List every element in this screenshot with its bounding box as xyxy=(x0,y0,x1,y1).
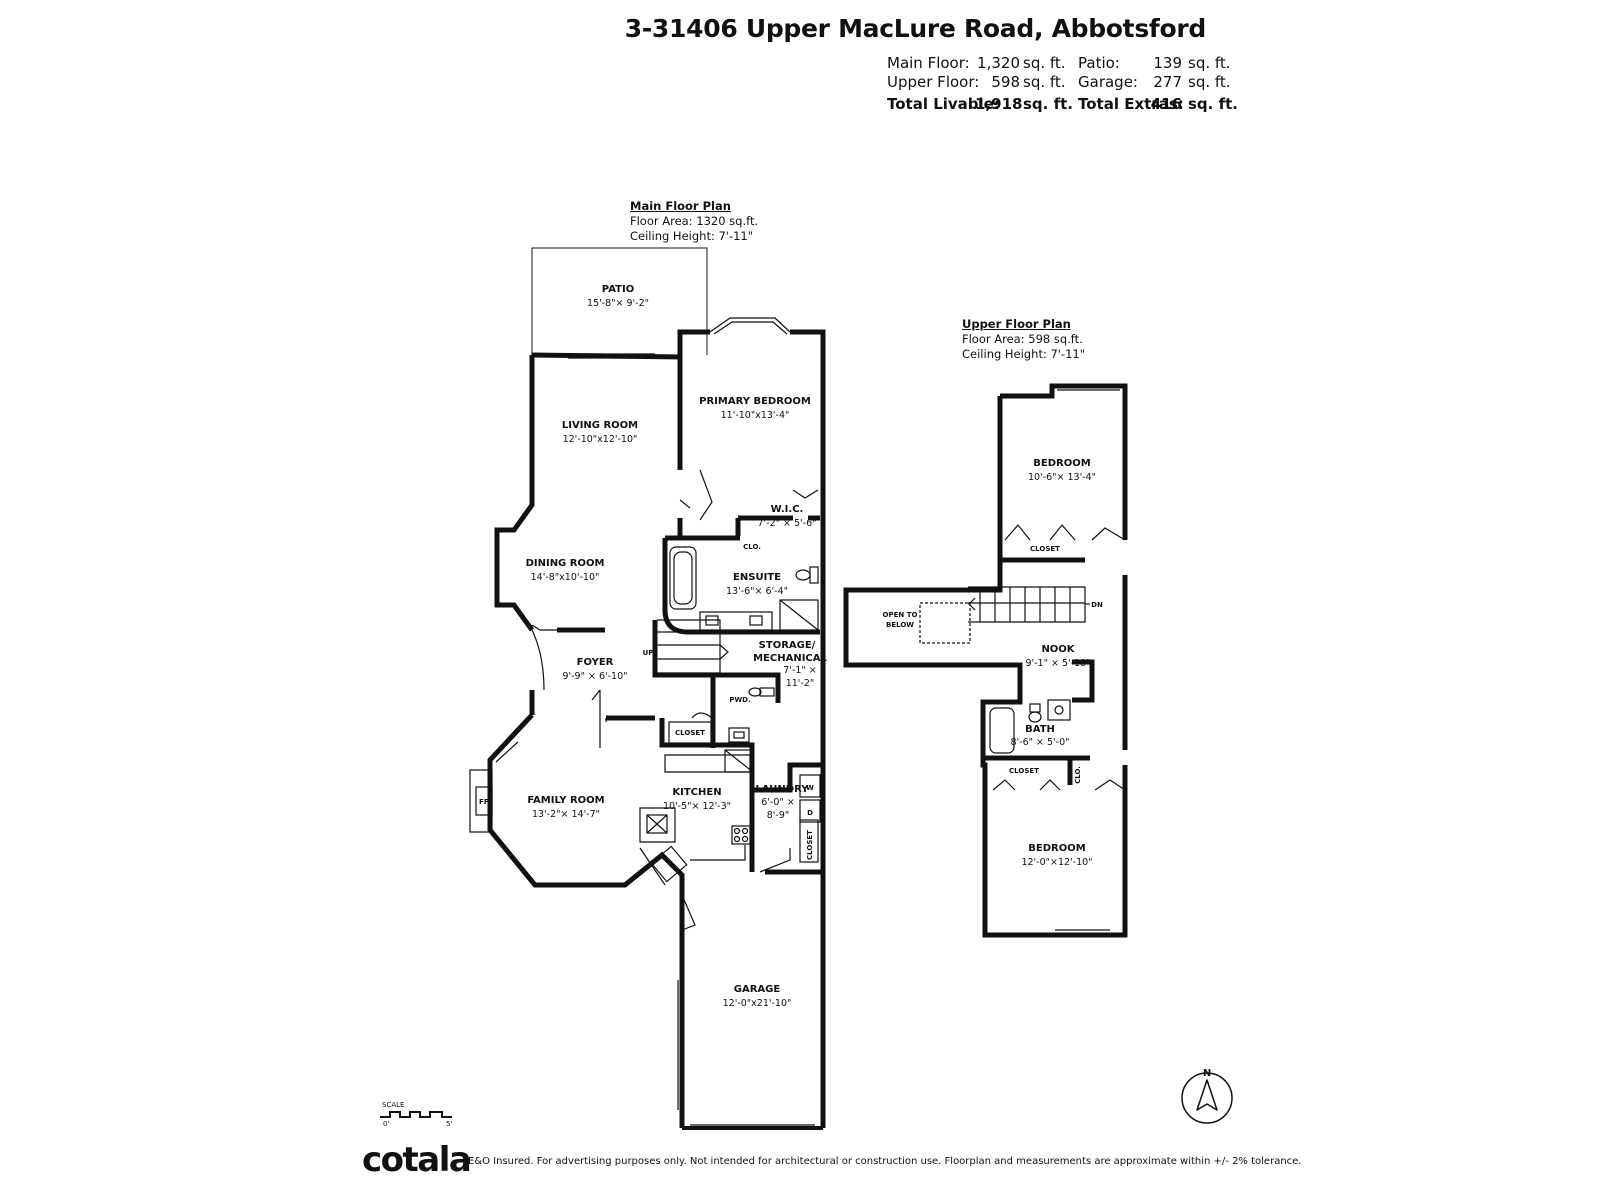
garage-label: Garage: xyxy=(1078,73,1138,91)
patio-unit: sq. ft. xyxy=(1188,54,1231,72)
family-room-label: FAMILY ROOM xyxy=(527,795,604,806)
patio-outline xyxy=(531,247,708,355)
upper-plan-title: Upper Floor Plan xyxy=(962,317,1071,331)
disclaimer-text: E&O Insured. For advertising purposes on… xyxy=(468,1156,1302,1167)
laundry-dim-2: 8'-9" xyxy=(767,810,790,821)
patio-label: Patio: xyxy=(1078,54,1120,72)
ensuite-dim: 13'-6"× 6'-4" xyxy=(726,586,788,597)
storage-label-1: STORAGE/ xyxy=(759,640,816,651)
upper-bedroom-1-label: BEDROOM xyxy=(1033,458,1090,469)
patio-label: PATIO xyxy=(602,284,634,295)
main-room-labels: PATIO 15'-8"× 9'-2" LIVING ROOM 12'-10"x… xyxy=(479,284,827,1009)
bath-dim: 8'-6" × 5'-0" xyxy=(1011,737,1070,748)
open-to-label-2: BELOW xyxy=(886,621,914,629)
garage-label: GARAGE xyxy=(734,984,781,995)
wic-dim: 7'-2" × 5'-6" xyxy=(758,518,817,529)
scale-min: 0' xyxy=(383,1120,390,1128)
upper-closet-1-label: CLOSET xyxy=(1030,545,1060,553)
open-to-label-1: OPEN TO xyxy=(883,611,918,619)
patio-dim: 15'-8"× 9'-2" xyxy=(587,298,649,309)
garage-dim: 12'-0"x21'-10" xyxy=(723,998,792,1009)
primary-bedroom-dim: 11'-10"x13'-4" xyxy=(721,410,790,421)
bath-label: BATH xyxy=(1025,724,1055,735)
total-extras-unit: sq. ft. xyxy=(1188,95,1238,113)
kitchen-dim: 10'-5"× 12'-3" xyxy=(663,801,731,812)
upper-plan-heading: Upper Floor Plan Floor Area: 598 sq.ft. … xyxy=(962,317,1085,362)
stairs-up-label: UP xyxy=(643,649,654,657)
laundry-dim-1: 6'-0" × xyxy=(761,797,794,808)
kitchen-label: KITCHEN xyxy=(672,787,721,798)
main-plan-title: Main Floor Plan xyxy=(630,199,731,213)
foyer-label: FOYER xyxy=(577,657,614,668)
storage-dim-1: 7'-1" × xyxy=(783,665,816,676)
scale-title: SCALE xyxy=(382,1101,405,1109)
primary-bedroom-label: PRIMARY BEDROOM xyxy=(699,396,811,407)
dining-room-dim: 14'-8"x10'-10" xyxy=(531,572,600,583)
dryer-label: D xyxy=(807,809,813,817)
upper-bedroom-2-dim: 12'-0"×12'-10" xyxy=(1021,857,1092,868)
total-extras-label: Total Extras: xyxy=(1078,95,1184,113)
foyer-dim: 9'-9" × 6'-10" xyxy=(562,671,627,682)
garage-value: 277 xyxy=(1153,73,1182,91)
upper-floor-value: 598 xyxy=(991,73,1020,91)
ensuite-clo-label: CLO. xyxy=(743,543,761,551)
upper-floor-walls xyxy=(843,383,1128,938)
compass-icon xyxy=(1181,1072,1233,1124)
upper-plan-area: Floor Area: 598 sq.ft. xyxy=(962,332,1083,346)
total-livable-label: Total Livable: xyxy=(887,95,1000,113)
ensuite-label: ENSUITE xyxy=(733,572,781,583)
living-room-dim: 12'-10"x12'-10" xyxy=(563,434,638,445)
main-floor-walls xyxy=(487,329,826,1130)
closet-label: CLOSET xyxy=(675,729,705,737)
main-floor-unit: sq. ft. xyxy=(1023,54,1066,72)
living-room-label: LIVING ROOM xyxy=(562,420,638,431)
main-plan-ceiling: Ceiling Height: 7'-11" xyxy=(630,229,754,243)
total-livable-unit: sq. ft. xyxy=(1023,95,1073,113)
storage-dim-2: 11'-2" xyxy=(786,678,815,689)
upper-bedroom-1-dim: 10'-6"× 13'-4" xyxy=(1028,472,1096,483)
upper-floor-unit: sq. ft. xyxy=(1023,73,1066,91)
laundry-closet-label: CLOSET xyxy=(806,830,814,860)
total-livable-value: 1,918 xyxy=(975,95,1023,113)
washer-label: W xyxy=(806,784,814,792)
scale-bar xyxy=(380,1111,452,1118)
fireplace-label: FP xyxy=(479,798,489,806)
scale-max: 5' xyxy=(446,1120,453,1128)
main-floor-label: Main Floor: xyxy=(887,54,970,72)
main-plan-heading: Main Floor Plan Floor Area: 1320 sq.ft. … xyxy=(630,199,758,244)
dining-room-label: DINING ROOM xyxy=(526,558,605,569)
wic-label: W.I.C. xyxy=(771,504,804,515)
upper-clo-label: CLO. xyxy=(1074,766,1082,784)
upper-bedroom-2-label: BEDROOM xyxy=(1028,843,1085,854)
upper-closet-2-label: CLOSET xyxy=(1009,767,1039,775)
nook-label: NOOK xyxy=(1041,644,1075,655)
main-plan-area: Floor Area: 1320 sq.ft. xyxy=(630,214,759,228)
garage-unit: sq. ft. xyxy=(1188,73,1231,91)
property-address: 3-31406 Upper MacLure Road, Abbotsford xyxy=(624,14,1207,43)
nook-dim: 9'-1" × 5'-10" xyxy=(1025,658,1090,669)
family-room-dim: 13'-2"× 14'-7" xyxy=(532,809,600,820)
upper-floor-label: Upper Floor: xyxy=(887,73,980,91)
pwd-label: PWD. xyxy=(729,696,750,704)
stairs-dn-label: DN xyxy=(1091,601,1103,609)
upper-room-labels: BEDROOM 10'-6"× 13'-4" CLOSET OPEN TO BE… xyxy=(883,458,1103,868)
total-extras-value: 416 xyxy=(1150,95,1182,113)
compass-north-label: N xyxy=(1203,1068,1211,1079)
laundry-label: LAUNDRY xyxy=(756,784,810,795)
patio-value: 139 xyxy=(1153,54,1182,72)
main-floor-value: 1,320 xyxy=(977,54,1020,72)
upper-plan-ceiling: Ceiling Height: 7'-11" xyxy=(962,347,1086,361)
storage-label-2: MECHANICAL xyxy=(753,653,827,664)
cotala-logo: cotala xyxy=(362,1140,472,1180)
